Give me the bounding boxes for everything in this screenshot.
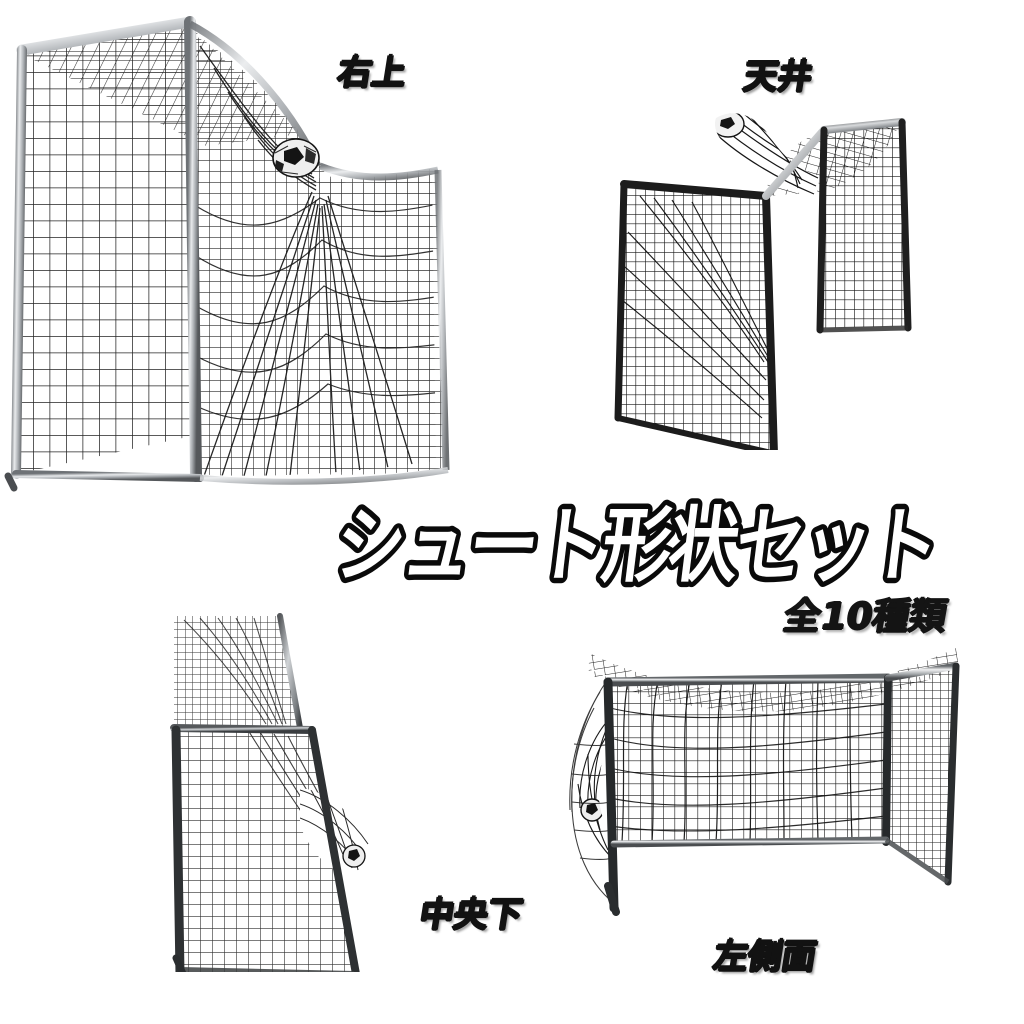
net-right-side-panel (886, 668, 954, 878)
caption-ceiling: 天井 (740, 57, 816, 97)
net-right-panel (318, 168, 444, 475)
net-right-panel (820, 122, 906, 328)
net-left-side-panel (16, 24, 192, 474)
soccer-ball (272, 138, 320, 178)
poster-subtitle: 全10種類 (780, 595, 951, 638)
goal-frame (614, 118, 912, 450)
goal-render-center-bottom (140, 592, 430, 972)
goal-frame (603, 662, 960, 916)
goal-render-left-side (548, 634, 978, 934)
goal-render-upper-right (0, 6, 520, 498)
net-left-panel-deformed (618, 184, 772, 450)
net-front-panel-deformed (608, 678, 888, 844)
poster-title: シュート形状セット (336, 498, 948, 598)
goal-render-ceiling (588, 100, 968, 450)
goal-frame (170, 612, 360, 972)
poster-title-text: シュート形状セット (336, 499, 942, 594)
caption-center-bottom: 中央下 (416, 895, 526, 935)
caption-upper-right: 右上 (334, 53, 410, 93)
goal-frame (4, 16, 450, 492)
caption-left-side: 左側面 (710, 937, 820, 977)
net-upper-panel (174, 616, 300, 726)
